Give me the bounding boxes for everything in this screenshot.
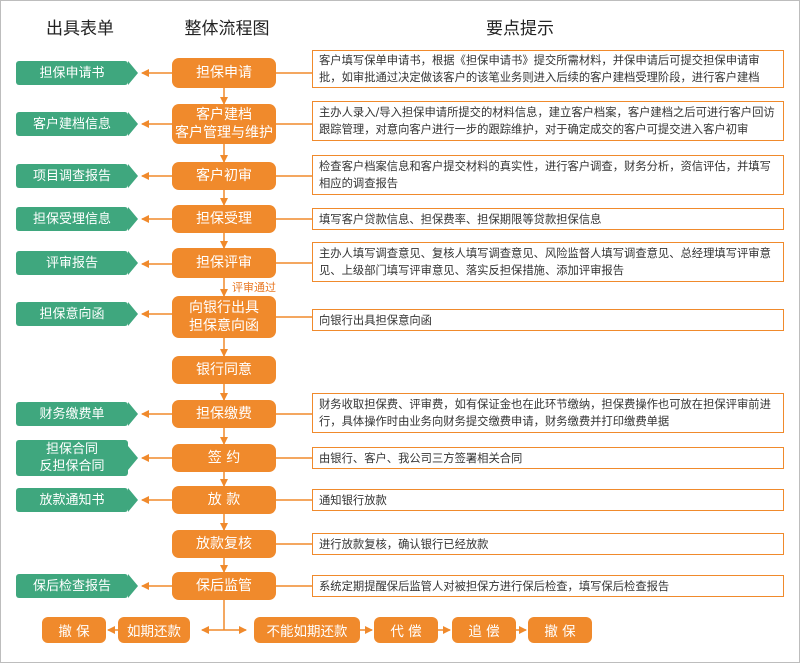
step-post-loan-supervision[interactable]: 保后监管: [172, 572, 276, 600]
step-client-archive[interactable]: 客户建档客户管理与维护: [172, 104, 276, 144]
step-guarantee-fee[interactable]: 担保缴费: [172, 400, 276, 428]
step-bank-agree[interactable]: 银行同意: [172, 356, 276, 384]
note-guarantee-fee: 财务收取担保费、评审费，如有保证金也在此环节缴纳，担保费操作也可放在担保评审前进…: [312, 393, 784, 433]
form-review-report[interactable]: 评审报告: [16, 251, 138, 275]
step-guarantee-apply[interactable]: 担保申请: [172, 58, 276, 88]
bottom-withdraw-right[interactable]: 撤 保: [528, 617, 592, 643]
note-first-review: 检查客户档案信息和客户提交材料的真实性，进行客户调查，财务分析，资信评估，并填写…: [312, 155, 784, 195]
note-sign-contract: 由银行、客户、我公司三方签署相关合同: [312, 447, 784, 469]
bottom-recover[interactable]: 追 偿: [452, 617, 516, 643]
step-guarantee-review[interactable]: 担保评审: [172, 248, 276, 278]
note-guarantee-review: 主办人填写调查意见、复核人填写调查意见、风险监督人填写调查意见、总经理填写评审意…: [312, 242, 784, 282]
bottom-repay-overdue[interactable]: 不能如期还款: [254, 617, 360, 643]
note-post-loan: 系统定期提醒保后监管人对被担保方进行保后检查，填写保后检查报告: [312, 575, 784, 597]
form-guarantee-accept-info[interactable]: 担保受理信息: [16, 207, 138, 231]
form-guarantee-contracts[interactable]: 担保合同反担保合同: [16, 440, 138, 476]
header-forms: 出具表单: [46, 19, 114, 39]
note-loan-release: 通知银行放款: [312, 489, 784, 511]
bottom-compensate[interactable]: 代 偿: [374, 617, 438, 643]
note-loan-recheck: 进行放款复核，确认银行已经放款: [312, 533, 784, 555]
note-guarantee-accept: 填写客户贷款信息、担保费率、担保期限等贷款担保信息: [312, 208, 784, 230]
note-intent-letter: 向银行出具担保意向函: [312, 309, 784, 331]
form-fee-slip[interactable]: 财务缴费单: [16, 402, 138, 426]
form-intent-letter[interactable]: 担保意向函: [16, 302, 138, 326]
header-flow: 整体流程图: [184, 19, 270, 39]
note-client-archive: 主办人录入/导入担保申请所提交的材料信息，建立客户档案，客户建档之后可进行客户回…: [312, 101, 784, 141]
review-pass-label: 评审通过: [232, 281, 276, 294]
form-client-archive-info[interactable]: 客户建档信息: [16, 112, 138, 136]
bottom-withdraw-left[interactable]: 撤 保: [42, 617, 106, 643]
step-client-first-review[interactable]: 客户初审: [172, 162, 276, 190]
bottom-repay-on-time[interactable]: 如期还款: [118, 617, 190, 643]
step-bank-intent-letter[interactable]: 向银行出具担保意向函: [172, 296, 276, 338]
step-loan-recheck[interactable]: 放款复核: [172, 530, 276, 558]
header-tips: 要点提示: [486, 19, 554, 39]
form-guarantee-application[interactable]: 担保申请书: [16, 61, 138, 85]
form-post-loan-report[interactable]: 保后检查报告: [16, 574, 138, 598]
step-guarantee-accept[interactable]: 担保受理: [172, 205, 276, 233]
step-loan-release[interactable]: 放 款: [172, 486, 276, 514]
note-guarantee-apply: 客户填写保单申请书，根据《担保申请书》提交所需材料，并保申请后可提交担保申请审批…: [312, 50, 784, 88]
form-project-survey-report[interactable]: 项目调查报告: [16, 164, 138, 188]
form-loan-notice[interactable]: 放款通知书: [16, 488, 138, 512]
step-sign-contract[interactable]: 签 约: [172, 444, 276, 472]
